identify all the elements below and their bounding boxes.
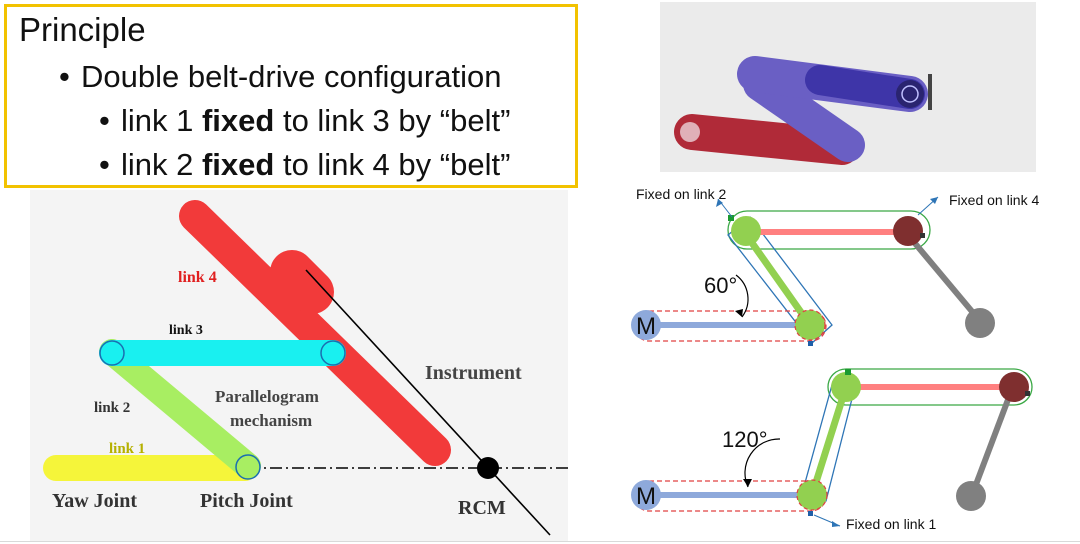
marker xyxy=(920,233,925,238)
link2-bar xyxy=(99,339,261,479)
rcm-label: RCM xyxy=(458,497,506,519)
joint-circle xyxy=(99,340,125,366)
motor xyxy=(631,310,661,340)
belt-diagrams: Fixed on link 2 Fixed on link 4 60° M 12… xyxy=(631,186,1039,532)
green-pulley-lower xyxy=(797,480,827,510)
bullet-text: Double belt-drive configuration xyxy=(81,59,502,94)
marker xyxy=(808,341,813,346)
link4-label: link 4 xyxy=(178,269,217,286)
parallelogram-label-line2: mechanism xyxy=(230,411,312,430)
red-link xyxy=(674,114,860,165)
marker xyxy=(845,369,851,375)
parallelogram-label-line1: Parallelogram xyxy=(215,387,319,406)
angle-arc xyxy=(735,274,749,318)
dark-red-pulley xyxy=(893,216,923,246)
fixed-on-link4-label: Fixed on link 4 xyxy=(949,192,1039,208)
text-pre: link 1 xyxy=(121,103,202,138)
link2-label: link 2 xyxy=(94,400,130,416)
belt-diagram-60: Fixed on link 2 Fixed on link 4 60° M xyxy=(631,186,1039,346)
marker xyxy=(1025,391,1030,396)
arrowhead xyxy=(716,199,723,207)
motor-label: M xyxy=(636,483,656,510)
end-bracket xyxy=(928,74,932,110)
bullet-dot: • xyxy=(59,59,70,94)
mechanism-diagram: link 4 link 3 link 2 link 1 Parallelogra… xyxy=(30,190,568,542)
bullet-link1-link3: • link 1 fixed to link 3 by “belt” xyxy=(99,103,510,139)
green-belt xyxy=(827,368,1033,406)
green-pulley-lower xyxy=(795,310,825,340)
bullet-dot: • xyxy=(99,147,110,182)
divider xyxy=(0,541,1080,542)
pitch-joint-label: Pitch Joint xyxy=(200,490,293,512)
angle-arc xyxy=(744,438,781,488)
angle-60-label: 60° xyxy=(704,273,737,298)
text-bold: fixed xyxy=(201,147,275,182)
truss-section xyxy=(805,65,925,109)
arrowhead xyxy=(832,521,840,527)
link4-bar xyxy=(179,200,451,466)
instrument-shaft xyxy=(305,269,551,536)
pitch-joint-circle xyxy=(235,454,261,480)
bullet-link2-link4: • link 2 fixed to link 4 by “belt” xyxy=(99,147,510,183)
rcm-point xyxy=(477,457,499,479)
angle-120-label: 120° xyxy=(722,427,768,452)
belt-diagram-120: 120° M Fixed on link 1 xyxy=(631,368,1033,532)
green-link xyxy=(808,385,850,497)
bullet-dot: • xyxy=(99,103,110,138)
grey-link xyxy=(969,387,1015,497)
fixed-on-link2-label: Fixed on link 2 xyxy=(636,186,726,202)
marker xyxy=(728,215,734,221)
red-link-joint xyxy=(680,122,700,142)
grey-pulley xyxy=(965,308,995,338)
pulley-dashed-ring xyxy=(796,479,828,511)
green-link xyxy=(742,230,813,328)
text-pre: link 2 xyxy=(121,147,202,182)
green-belt xyxy=(727,210,931,250)
principle-box: Principle • Double belt-drive configurati… xyxy=(4,4,578,188)
text-bold: fixed xyxy=(201,103,275,138)
text-post: to link 3 by “belt” xyxy=(274,103,511,138)
link4-block xyxy=(270,250,334,314)
pulley-ring xyxy=(901,85,919,103)
fixed-on-link1-label: Fixed on link 1 xyxy=(846,516,936,532)
joint-circle xyxy=(320,340,346,366)
end-pulley xyxy=(896,80,924,108)
pulley-dashed-ring xyxy=(794,309,826,341)
grey-pulley xyxy=(956,481,986,511)
green-pulley xyxy=(731,216,761,246)
link1-label: link 1 xyxy=(109,441,145,457)
grey-link xyxy=(905,233,983,323)
link3-label: link 3 xyxy=(169,323,203,338)
arc-arrowhead xyxy=(743,479,752,487)
motor xyxy=(631,480,661,510)
cad-render xyxy=(660,2,1036,172)
instrument-label: Instrument xyxy=(425,362,522,384)
marker xyxy=(808,511,813,516)
green-pulley xyxy=(831,372,861,402)
principle-title: Principle xyxy=(19,11,146,48)
arc-arrowhead xyxy=(735,309,743,317)
motor-label: M xyxy=(636,313,656,340)
arrowhead xyxy=(930,197,938,204)
dark-red-pulley xyxy=(999,372,1029,402)
bullet-double-belt: • Double belt-drive configuration xyxy=(59,59,501,95)
yaw-joint-label: Yaw Joint xyxy=(52,490,137,512)
text-post: to link 4 by “belt” xyxy=(274,147,511,182)
